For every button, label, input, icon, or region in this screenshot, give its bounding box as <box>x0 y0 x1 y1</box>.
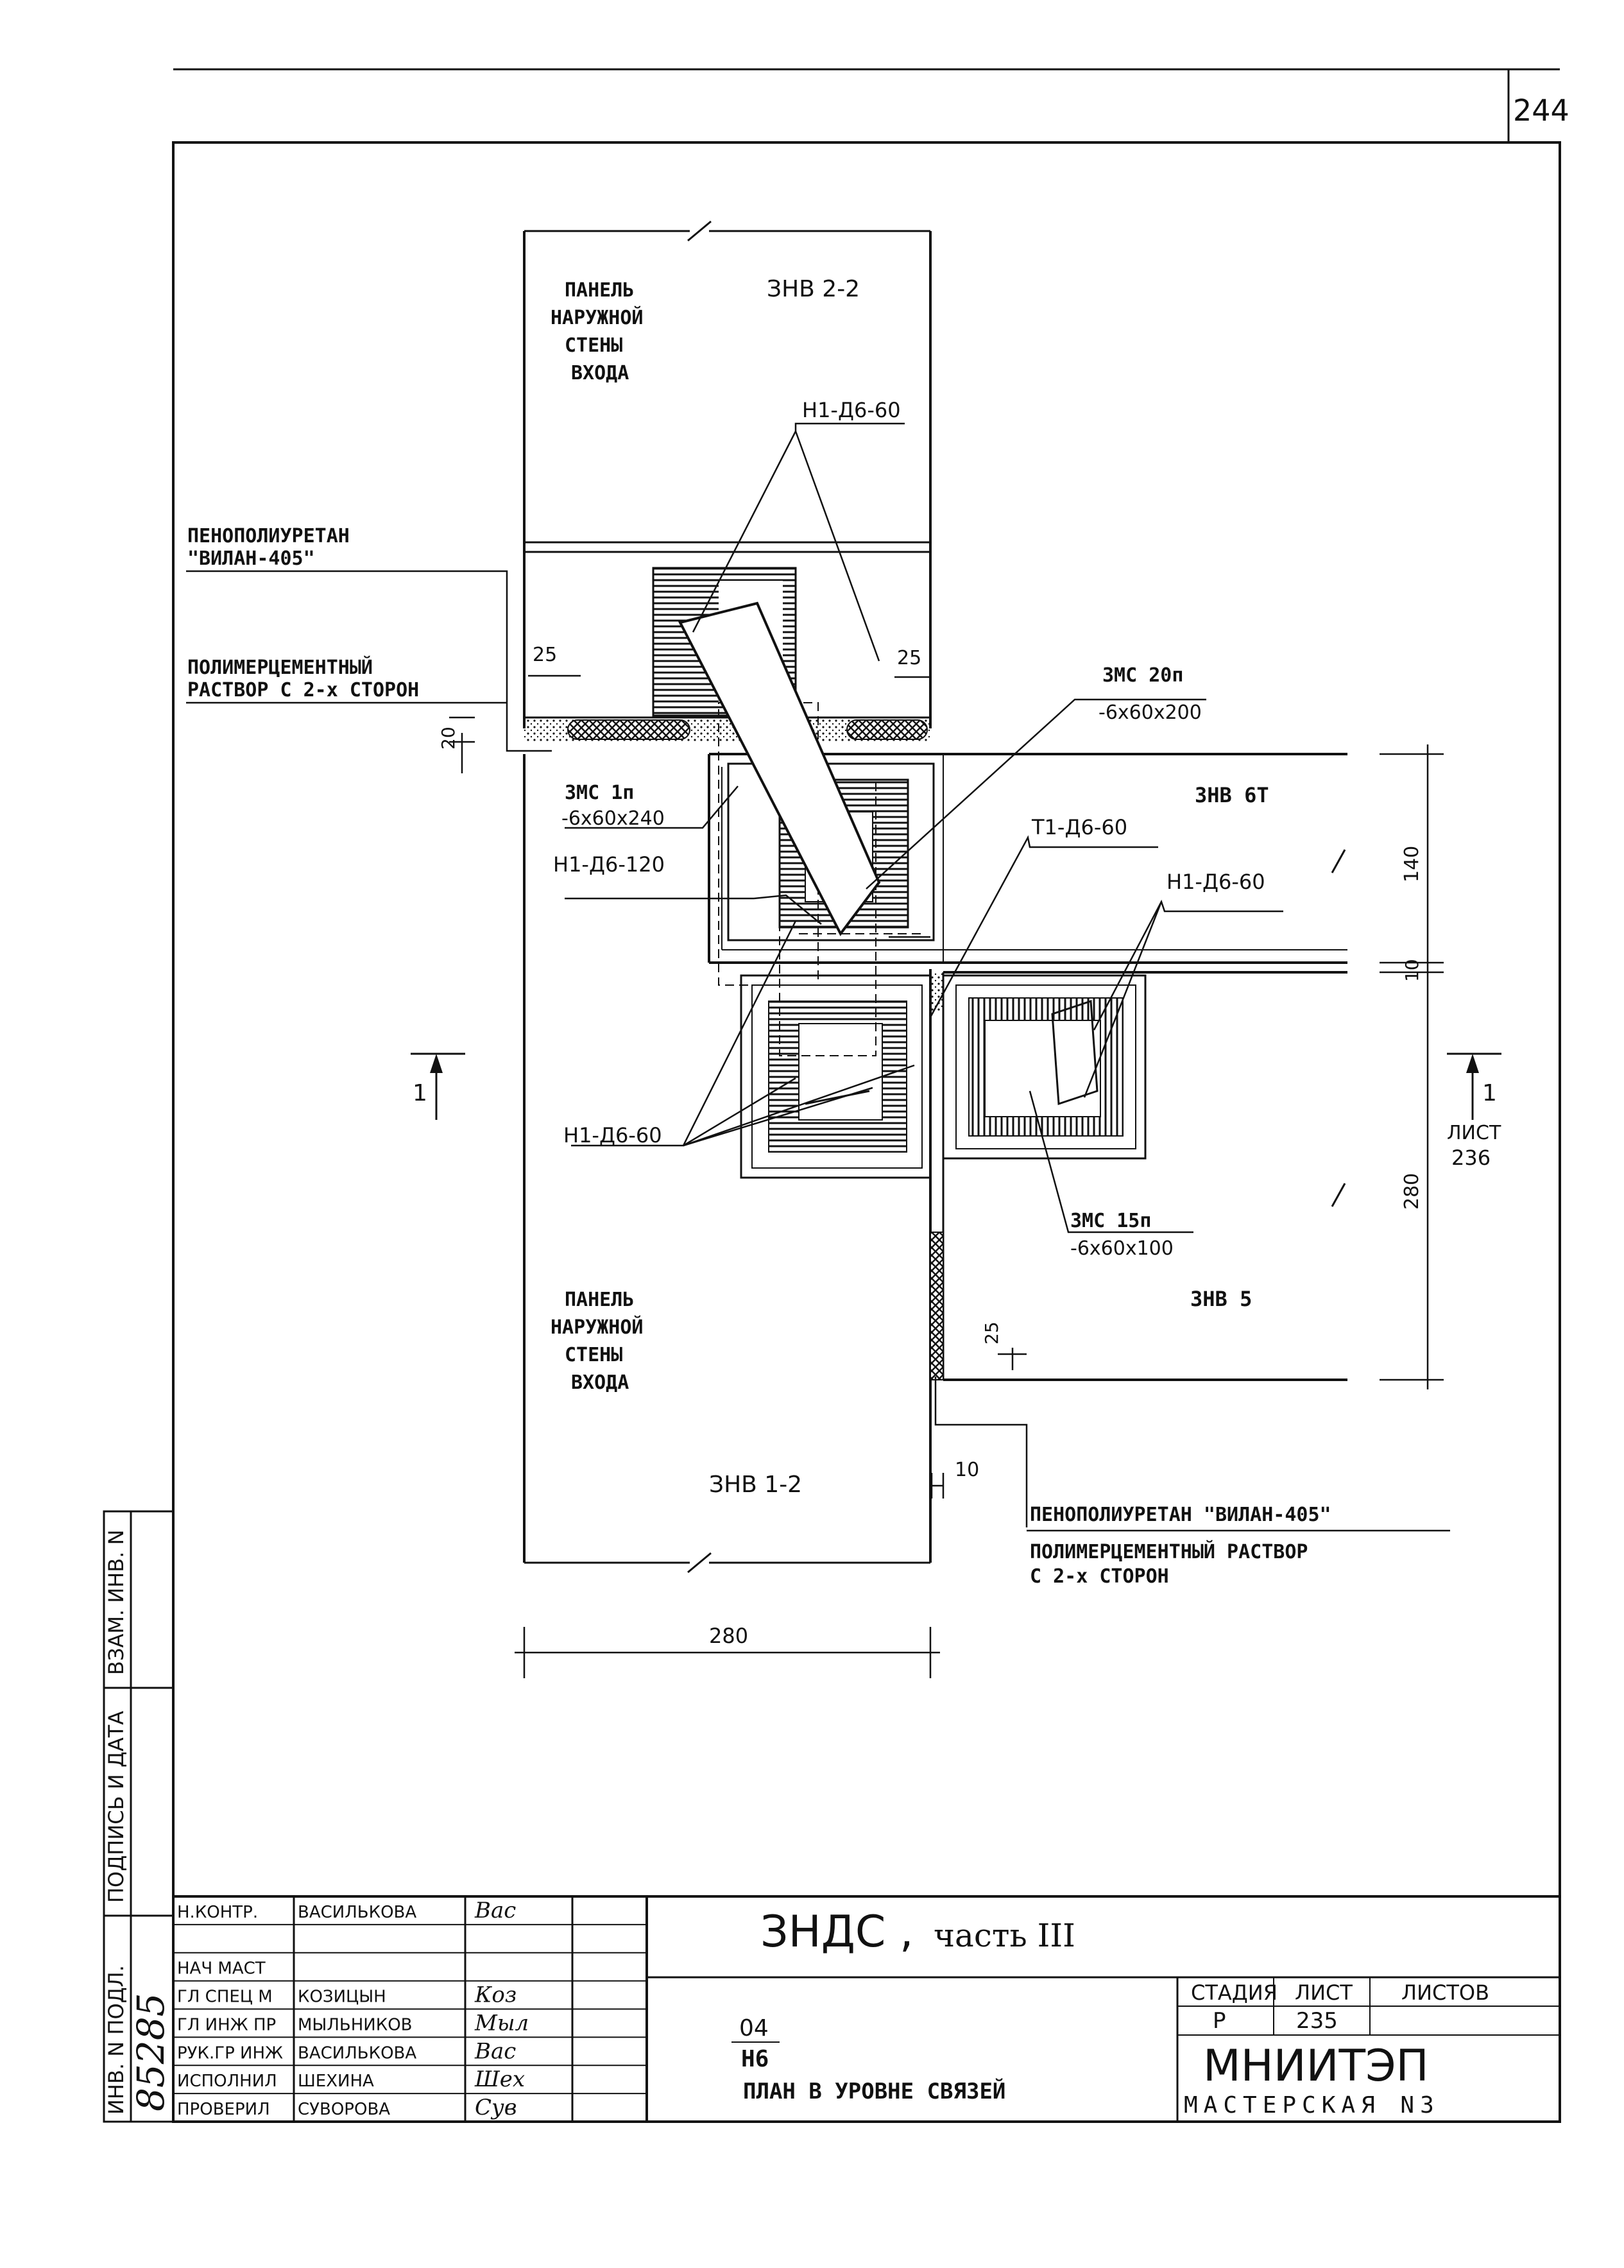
callout-t1: Т1-Д6-60 <box>1031 815 1127 839</box>
stage-header: СТАДИЯ <box>1191 1980 1278 2005</box>
organization-name: МНИИТЭП <box>1203 2041 1429 2092</box>
callout-foam-right: ПЕНОПОЛИУРЕТАН "ВИЛАН-405" <box>1030 1504 1331 1526</box>
callout-h1-right: Н1-Д6-60 <box>1167 870 1265 894</box>
dimension-10-right: 10 <box>1401 959 1423 982</box>
title-row-role: ГЛ ИНЖ ПР <box>177 2015 276 2034</box>
dimension-25-low: 25 <box>981 1321 1002 1344</box>
dimension-140: 140 <box>1401 846 1423 882</box>
title-row-role: РУК.ГР ИНЖ <box>177 2043 283 2063</box>
title-row-role: ГЛ СПЕЦ М <box>177 1988 273 2007</box>
bottom-panel-label-1: ПАНЕЛЬ <box>565 1289 634 1311</box>
side-stamp <box>103 1510 175 2123</box>
callout-mortar-right-1: ПОЛИМЕРЦЕМЕНТНЫЙ РАСТВОР <box>1030 1540 1308 1563</box>
top-panel-label-2: НАРУЖНОЙ <box>551 306 644 329</box>
side-inventory-number: 85285 <box>129 1993 173 2111</box>
callout-mortar-left-2: РАСТВОР С 2-х СТОРОН <box>187 679 419 701</box>
drawing-code-bottom: Н6 <box>741 2046 769 2072</box>
title-row-sign: Сув <box>475 2095 517 2120</box>
section-sheet-ref-1: ЛИСТ <box>1447 1122 1501 1144</box>
title-row-role: ПРОВЕРИЛ <box>177 2100 270 2119</box>
title-row-role: ИСПОЛНИЛ <box>177 2072 277 2091</box>
bottom-panel-label-4: ВХОДА <box>571 1371 629 1394</box>
dimension-280-bottom: 280 <box>709 1624 748 1648</box>
sheet-header: ЛИСТ <box>1295 1980 1353 2005</box>
callout-zmc1-1: ЗМС 1п <box>565 782 634 804</box>
dimension-280-right: 280 <box>1401 1173 1423 1210</box>
drawing-code-top: 04 <box>739 2015 769 2041</box>
title-row-role: Н.КОНТР. <box>177 1903 258 1922</box>
project-part: часть III <box>934 1917 1075 1954</box>
plan-drawing <box>186 220 1501 1678</box>
leader-lines <box>186 422 1450 1532</box>
side-field-inventory: ИНВ. N ПОДЛ. <box>104 1965 128 2115</box>
dimension-lines <box>449 674 1444 1678</box>
sheet-title: ПЛАН В УРОВНЕ СВЯЗЕЙ <box>743 2078 1005 2104</box>
top-panel-mark: ЗНВ 2-2 <box>767 276 860 302</box>
section-mark-left: 1 <box>413 1080 427 1106</box>
title-row-sign: Вас <box>474 2038 516 2064</box>
callout-zmc1-2: -6х60х240 <box>561 807 665 830</box>
dimension-25-right: 25 <box>897 647 921 669</box>
top-panel-label-3: СТЕНЫ <box>565 334 622 357</box>
callout-mortar-left-1: ПОЛИМЕРЦЕМЕНТНЫЙ <box>187 656 373 679</box>
title-row-sign: Мыл <box>474 2010 529 2036</box>
right-bottom-panel-mark: ЗНВ 5 <box>1190 1287 1252 1311</box>
callout-zmc20-2: -6х60х200 <box>1098 701 1202 724</box>
project-title: ЗНДС , <box>760 1907 914 1957</box>
callout-mortar-right-2: С 2-х СТОРОН <box>1030 1565 1169 1588</box>
section-mark-right: 1 <box>1482 1080 1497 1106</box>
bottom-panel-label-3: СТЕНЫ <box>565 1344 622 1366</box>
top-panel-label-1: ПАНЕЛЬ <box>565 279 634 302</box>
sheets-header: ЛИСТОВ <box>1401 1980 1489 2005</box>
dimension-20: 20 <box>438 726 459 750</box>
callout-foam-left-2: "ВИЛАН-405" <box>187 547 315 570</box>
callout-h1-top: Н1-Д6-60 <box>802 398 901 422</box>
callout-zmc20-1: ЗМС 20п <box>1102 664 1183 687</box>
title-row-name: ШЕХИНА <box>298 2072 374 2091</box>
dimension-25-left: 25 <box>533 644 557 666</box>
sheet-number: 244 <box>1513 93 1569 128</box>
callout-h1-left-bottom: Н1-Д6-60 <box>563 1123 662 1147</box>
title-row-name: ВАСИЛЬКОВА <box>298 1903 416 1922</box>
title-row-name: ВАСИЛЬКОВА <box>298 2043 416 2063</box>
title-row-sign: Коз <box>474 1982 517 2008</box>
callout-zmc15-1: ЗМС 15п <box>1070 1210 1151 1232</box>
title-row-name: КОЗИЦЫН <box>298 1988 386 2007</box>
bottom-panel-label-2: НАРУЖНОЙ <box>551 1316 644 1339</box>
callout-h1-120: Н1-Д6-120 <box>553 852 665 877</box>
workshop-name: МАСТЕРСКАЯ N3 <box>1184 2092 1440 2118</box>
callout-foam-left-1: ПЕНОПОЛИУРЕТАН <box>187 525 350 547</box>
side-field-exchange: ВЗАМ. ИНВ. N <box>104 1529 128 1675</box>
panel-top <box>523 220 932 728</box>
title-row-role: НАЧ МАСТ <box>177 1959 266 1979</box>
top-panel-label-4: ВХОДА <box>571 362 629 384</box>
title-row-sign: Вас <box>474 1898 516 1923</box>
sheet-value: 235 <box>1296 2008 1338 2034</box>
stage-value: Р <box>1213 2008 1226 2034</box>
bottom-panel-mark: ЗНВ 1-2 <box>709 1472 802 1498</box>
right-top-panel-mark: ЗНВ 6Т <box>1195 783 1269 807</box>
callout-zmc15-2: -6х60х100 <box>1070 1237 1174 1260</box>
section-sheet-ref-2: 236 <box>1451 1146 1491 1170</box>
side-field-signature: ПОДПИСЬ И ДАТА <box>104 1711 128 1903</box>
title-row-sign: Шех <box>474 2066 525 2092</box>
dimension-10-bottom: 10 <box>955 1459 979 1481</box>
title-row-name: СУВОРОВА <box>298 2100 390 2119</box>
title-row-name: МЫЛЬНИКОВ <box>298 2015 413 2034</box>
